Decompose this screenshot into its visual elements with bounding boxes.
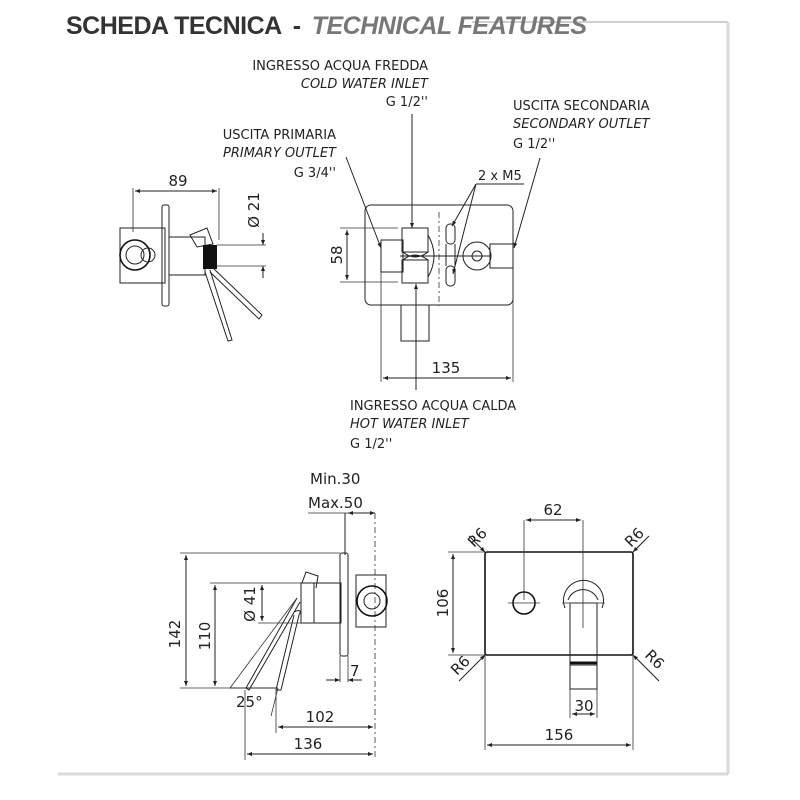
hot-inlet-callout: INGRESSO ACQUA CALDA HOT WATER INLET G 1… xyxy=(350,399,516,452)
dim-156: 156 xyxy=(545,726,574,744)
secondary-outlet-callout: USCITA SECONDARIA SECONDARY OUTLET G 1/2… xyxy=(513,99,651,249)
dim-30: 30 xyxy=(574,697,593,715)
dim-7: 7 xyxy=(350,662,360,680)
page-frame xyxy=(58,21,730,776)
wall-min-label: Min.30 xyxy=(310,470,360,488)
wall-max-label: Max.50 xyxy=(308,494,363,512)
dim-136: 136 xyxy=(294,735,323,753)
top-view-drawing xyxy=(340,204,514,390)
side-view-drawing xyxy=(180,511,388,760)
screws-callout: 2 x M5 xyxy=(451,169,524,275)
secondary-outlet-label-it: USCITA SECONDARIA xyxy=(513,99,650,114)
dim-height-142: 142 xyxy=(166,620,184,649)
hot-inlet-label-it: INGRESSO ACQUA CALDA xyxy=(350,399,516,414)
front-view-drawing xyxy=(448,518,660,750)
title-separator: - xyxy=(293,12,301,40)
dim-62: 62 xyxy=(543,501,562,519)
page-title: SCHEDA TECNICA - TECHNICAL FEATURES xyxy=(66,12,587,40)
hot-inlet-size: G 1/2'' xyxy=(350,437,392,452)
radius-bottom-left: R6 xyxy=(447,652,474,679)
radius-bottom-right: R6 xyxy=(641,646,668,673)
cold-inlet-label-it: INGRESSO ACQUA FREDDA xyxy=(252,59,428,74)
dim-depth-89: 89 xyxy=(168,172,187,190)
angle-25: 25° xyxy=(236,693,263,711)
radius-top-left: R6 xyxy=(464,524,491,551)
dim-height-58: 58 xyxy=(328,245,346,264)
secondary-outlet-label-en: SECONDARY OUTLET xyxy=(513,117,651,132)
hot-inlet-label-en: HOT WATER INLET xyxy=(350,417,470,432)
cold-inlet-label-en: COLD WATER INLET xyxy=(301,77,429,92)
title-english: TECHNICAL FEATURES xyxy=(312,12,588,40)
primary-outlet-label-it: USCITA PRIMARIA xyxy=(223,128,336,143)
radius-top-right: R6 xyxy=(621,524,648,551)
dim-106: 106 xyxy=(434,589,452,618)
dim-diameter-21: Ø 21 xyxy=(245,192,263,228)
primary-outlet-size: G 3/4'' xyxy=(294,166,336,181)
dim-height-110: 110 xyxy=(196,622,214,651)
primary-outlet-callout: USCITA PRIMARIA PRIMARY OUTLET G 3/4'' xyxy=(223,128,382,249)
dim-diameter-41: Ø 41 xyxy=(241,586,259,622)
title-italian: SCHEDA TECNICA xyxy=(66,12,282,40)
small-side-view-drawing xyxy=(119,188,266,342)
secondary-outlet-size: G 1/2'' xyxy=(513,137,555,152)
dim-102: 102 xyxy=(306,708,335,726)
cold-inlet-callout: INGRESSO ACQUA FREDDA COLD WATER INLET G… xyxy=(252,59,429,228)
screws-label: 2 x M5 xyxy=(478,169,522,184)
primary-outlet-label-en: PRIMARY OUTLET xyxy=(223,146,337,161)
dim-width-135: 135 xyxy=(432,359,461,377)
cold-inlet-size: G 1/2'' xyxy=(386,95,428,110)
